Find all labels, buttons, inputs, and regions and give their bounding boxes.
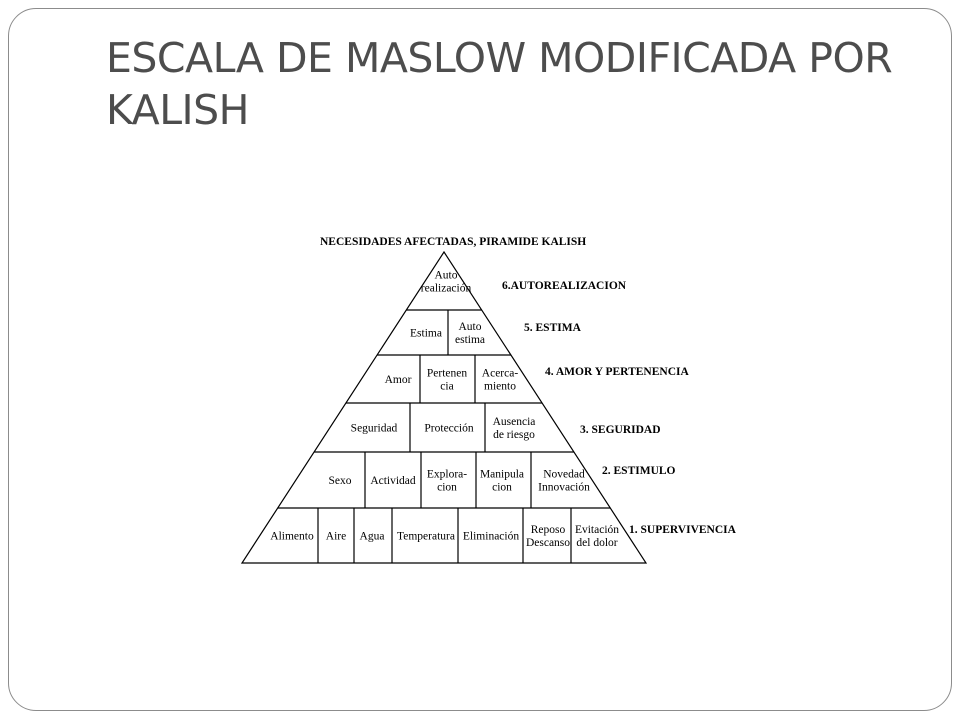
pyramid-cell-line: Eliminación [463, 531, 519, 543]
pyramid-cell-line: Pertenen [427, 368, 467, 380]
pyramid-cell-label: Alimento [270, 531, 314, 543]
pyramid-cell-line: Sexo [329, 475, 352, 487]
pyramid-cell-line: Reposo [531, 524, 566, 536]
pyramid-cell-label: Sexo [329, 475, 352, 487]
slide-title-line-1: ESCALA DE MASLOW MODIFICADA POR [106, 34, 893, 82]
pyramid-cell-line: de riesgo [493, 429, 535, 441]
pyramid-cell-line: Amor [385, 374, 412, 386]
pyramid-level-label: 3. SEGURIDAD [580, 424, 661, 436]
pyramid-cell-label: Protección [424, 423, 473, 435]
pyramid-cell-line: realización [421, 283, 472, 295]
pyramid-cell-label: Agua [360, 531, 385, 543]
pyramid-cell-line: Temperatura [397, 531, 455, 543]
pyramid-cell-line: cia [440, 381, 453, 393]
pyramid-cell-line: Auto [435, 270, 458, 282]
pyramid-cell-label: Temperatura [397, 531, 455, 543]
pyramid-cell-line: Explora- [427, 469, 467, 481]
pyramid-cell-line: Evitación [575, 524, 619, 536]
pyramid-cell-line: Manipula [480, 469, 524, 481]
pyramid-cell-label: Seguridad [351, 423, 398, 435]
pyramid-cell-line: miento [484, 381, 516, 393]
pyramid-cell-label: Amor [385, 374, 412, 386]
pyramid-cell-label: Actividad [370, 475, 416, 487]
pyramid-cell-line: Innovación [538, 482, 590, 494]
pyramid-level-label: 5. ESTIMA [524, 322, 582, 334]
pyramid-level-labels: 6.AUTOREALIZACION 5. ESTIMA 4. AMOR Y PERT… [502, 280, 737, 536]
pyramid-cell-line: Descanso [526, 537, 570, 549]
pyramid-cell-line: Auto [459, 321, 482, 333]
diagram-heading: NECESIDADES AFECTADAS, PIRAMIDE KALISH [320, 236, 586, 248]
pyramid-cell-line: Ausencia [493, 416, 536, 428]
pyramid-cell-line: Seguridad [351, 423, 398, 435]
pyramid-cell-label: Acerca-miento [482, 368, 519, 393]
pyramid-cell-line: cion [437, 482, 457, 494]
pyramid-outline [240, 250, 648, 564]
slide-title-line-2: KALISH [106, 86, 250, 134]
slide-title: ESCALA DE MASLOW MODIFICADA POR KALISH [106, 32, 926, 136]
pyramid-level-label: 1. SUPERVIVENCIA [629, 524, 737, 536]
pyramid-cell-label: Estima [410, 328, 442, 340]
pyramid-cell-label: Explora-cion [427, 469, 467, 494]
pyramid-level-label: 4. AMOR Y PERTENENCIA [545, 366, 689, 378]
pyramid-cell-label: Aire [326, 531, 346, 543]
pyramid-cell-line: del dolor [576, 537, 617, 549]
pyramid-cell-label: Eliminación [463, 531, 519, 543]
pyramid-cell-line: Novedad [543, 469, 585, 481]
pyramid-triangle [240, 250, 648, 564]
pyramid-cell-line: Agua [360, 531, 385, 543]
slide-frame [8, 8, 952, 711]
pyramid-cell-line: Estima [410, 328, 442, 340]
pyramid-cell-line: Protección [424, 423, 473, 435]
pyramid-level-label: 6.AUTOREALIZACION [502, 280, 627, 292]
pyramid-cell-line: Alimento [270, 531, 314, 543]
pyramid-level-label: 2. ESTIMULO [602, 465, 676, 477]
pyramid-cell-line: cion [492, 482, 512, 494]
pyramid-cell-line: Aire [326, 531, 346, 543]
pyramid-cell-line: estima [455, 334, 485, 346]
pyramid-cell-line: Actividad [370, 475, 416, 487]
pyramid-cell-line: Acerca- [482, 368, 519, 380]
